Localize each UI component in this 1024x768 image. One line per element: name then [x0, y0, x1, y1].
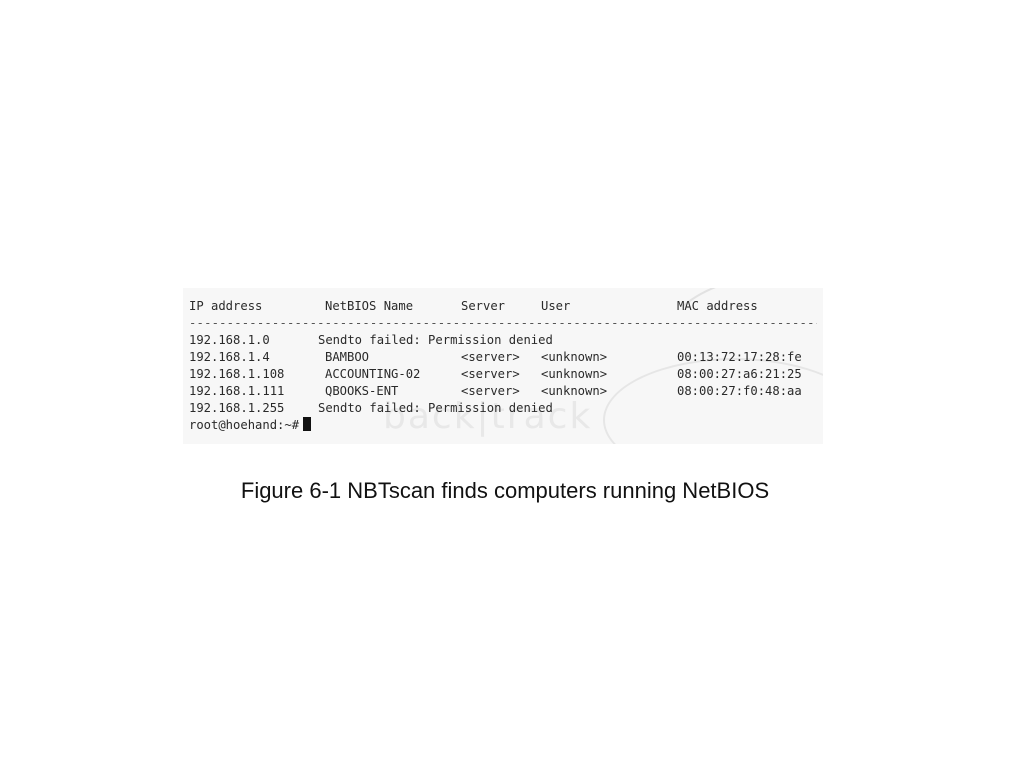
table-header: IP address NetBIOS Name Server User MAC …: [189, 298, 817, 315]
header-user: User: [541, 299, 571, 313]
table-row: 192.168.1.255 Sendto failed: Permission …: [189, 400, 817, 417]
header-divider: ----------------------------------------…: [189, 316, 817, 330]
row-user: <unknown>: [541, 384, 608, 398]
table-row: 192.168.1.108 ACCOUNTING-02 <server> <un…: [189, 366, 817, 383]
header-netbios-name: NetBIOS Name: [325, 299, 414, 313]
row-user: <unknown>: [541, 367, 608, 381]
terminal-cursor: [303, 417, 312, 431]
shell-prompt: root@hoehand:~#: [189, 418, 300, 432]
row-mac: 08:00:27:a6:21:25: [677, 367, 802, 381]
shell-prompt-line[interactable]: root@hoehand:~#: [189, 417, 817, 434]
row-ip: 192.168.1.255: [189, 401, 285, 415]
figure-caption: Figure 6-1 NBTscan finds computers runni…: [240, 478, 770, 503]
row-netbios-name: QBOOKS-ENT: [325, 384, 399, 398]
row-netbios-name: BAMBOO: [325, 350, 370, 364]
row-ip: 192.168.1.0: [189, 333, 270, 347]
row-mac: 08:00:27:f0:48:aa: [677, 384, 802, 398]
table-row: 192.168.1.0 Sendto failed: Permission de…: [189, 332, 817, 349]
row-ip: 192.168.1.4: [189, 350, 270, 364]
table-row: 192.168.1.111 QBOOKS-ENT <server> <unkno…: [189, 383, 817, 400]
row-netbios-name: ACCOUNTING-02: [325, 367, 421, 381]
terminal-screenshot: back|track IP address NetBIOS Name Serve…: [183, 288, 823, 444]
row-server: <server>: [461, 367, 520, 381]
row-error-message: Sendto failed: Permission denied: [318, 333, 553, 347]
row-ip: 192.168.1.111: [189, 384, 285, 398]
header-mac-address: MAC address: [677, 299, 758, 313]
backtrack-watermark: back|track: [383, 396, 593, 437]
row-server: <server>: [461, 350, 520, 364]
row-user: <unknown>: [541, 350, 608, 364]
row-ip: 192.168.1.108: [189, 367, 285, 381]
terminal-output: IP address NetBIOS Name Server User MAC …: [189, 298, 817, 434]
row-error-message: Sendto failed: Permission denied: [318, 401, 553, 415]
row-server: <server>: [461, 384, 520, 398]
row-mac: 00:13:72:17:28:fe: [677, 350, 802, 364]
header-ip-address: IP address: [189, 299, 263, 313]
table-row: 192.168.1.4 BAMBOO <server> <unknown> 00…: [189, 349, 817, 366]
header-server: Server: [461, 299, 506, 313]
